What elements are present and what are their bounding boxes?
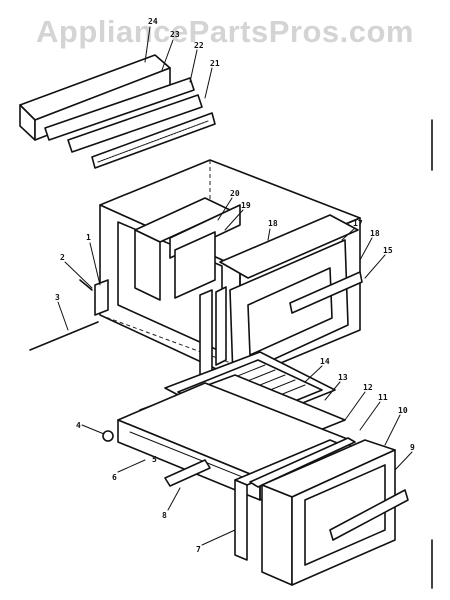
callout-23: 23 <box>170 30 180 39</box>
callout-1: 1 <box>86 233 91 242</box>
callout-20: 20 <box>230 189 240 198</box>
oven-door <box>219 214 363 379</box>
callout-22: 22 <box>194 41 204 50</box>
drawer-front-panels <box>234 437 409 586</box>
callout-18: 18 <box>268 219 278 228</box>
callout-18b: 18 <box>370 229 380 238</box>
callout-15: 15 <box>383 246 393 255</box>
oven-liner-parts <box>134 197 241 301</box>
callout-14: 14 <box>320 357 330 366</box>
callout-5: 5 <box>152 455 157 464</box>
callout-2: 2 <box>60 253 65 262</box>
lower-small-parts <box>102 430 211 487</box>
callout-labels: 24 23 22 21 20 19 18 17 18 15 1 2 3 14 1… <box>55 17 415 554</box>
callout-19: 19 <box>241 201 251 210</box>
callout-6: 6 <box>112 473 117 482</box>
callout-9: 9 <box>410 443 415 452</box>
side-parts <box>29 279 109 351</box>
callout-24: 24 <box>148 17 158 26</box>
callout-8: 8 <box>162 511 167 520</box>
broiler-assembly <box>117 351 351 501</box>
callout-10: 10 <box>398 406 408 415</box>
callout-17: 17 <box>353 219 363 228</box>
callout-4: 4 <box>76 421 81 430</box>
backguard-assembly <box>19 54 216 169</box>
callout-7: 7 <box>196 545 201 554</box>
callout-leaders <box>57 26 413 546</box>
hinge-assembly <box>199 286 227 386</box>
callout-13: 13 <box>338 373 348 382</box>
callout-11: 11 <box>378 393 388 402</box>
callout-12: 12 <box>363 383 373 392</box>
callout-3: 3 <box>55 293 60 302</box>
callout-21: 21 <box>210 59 220 68</box>
